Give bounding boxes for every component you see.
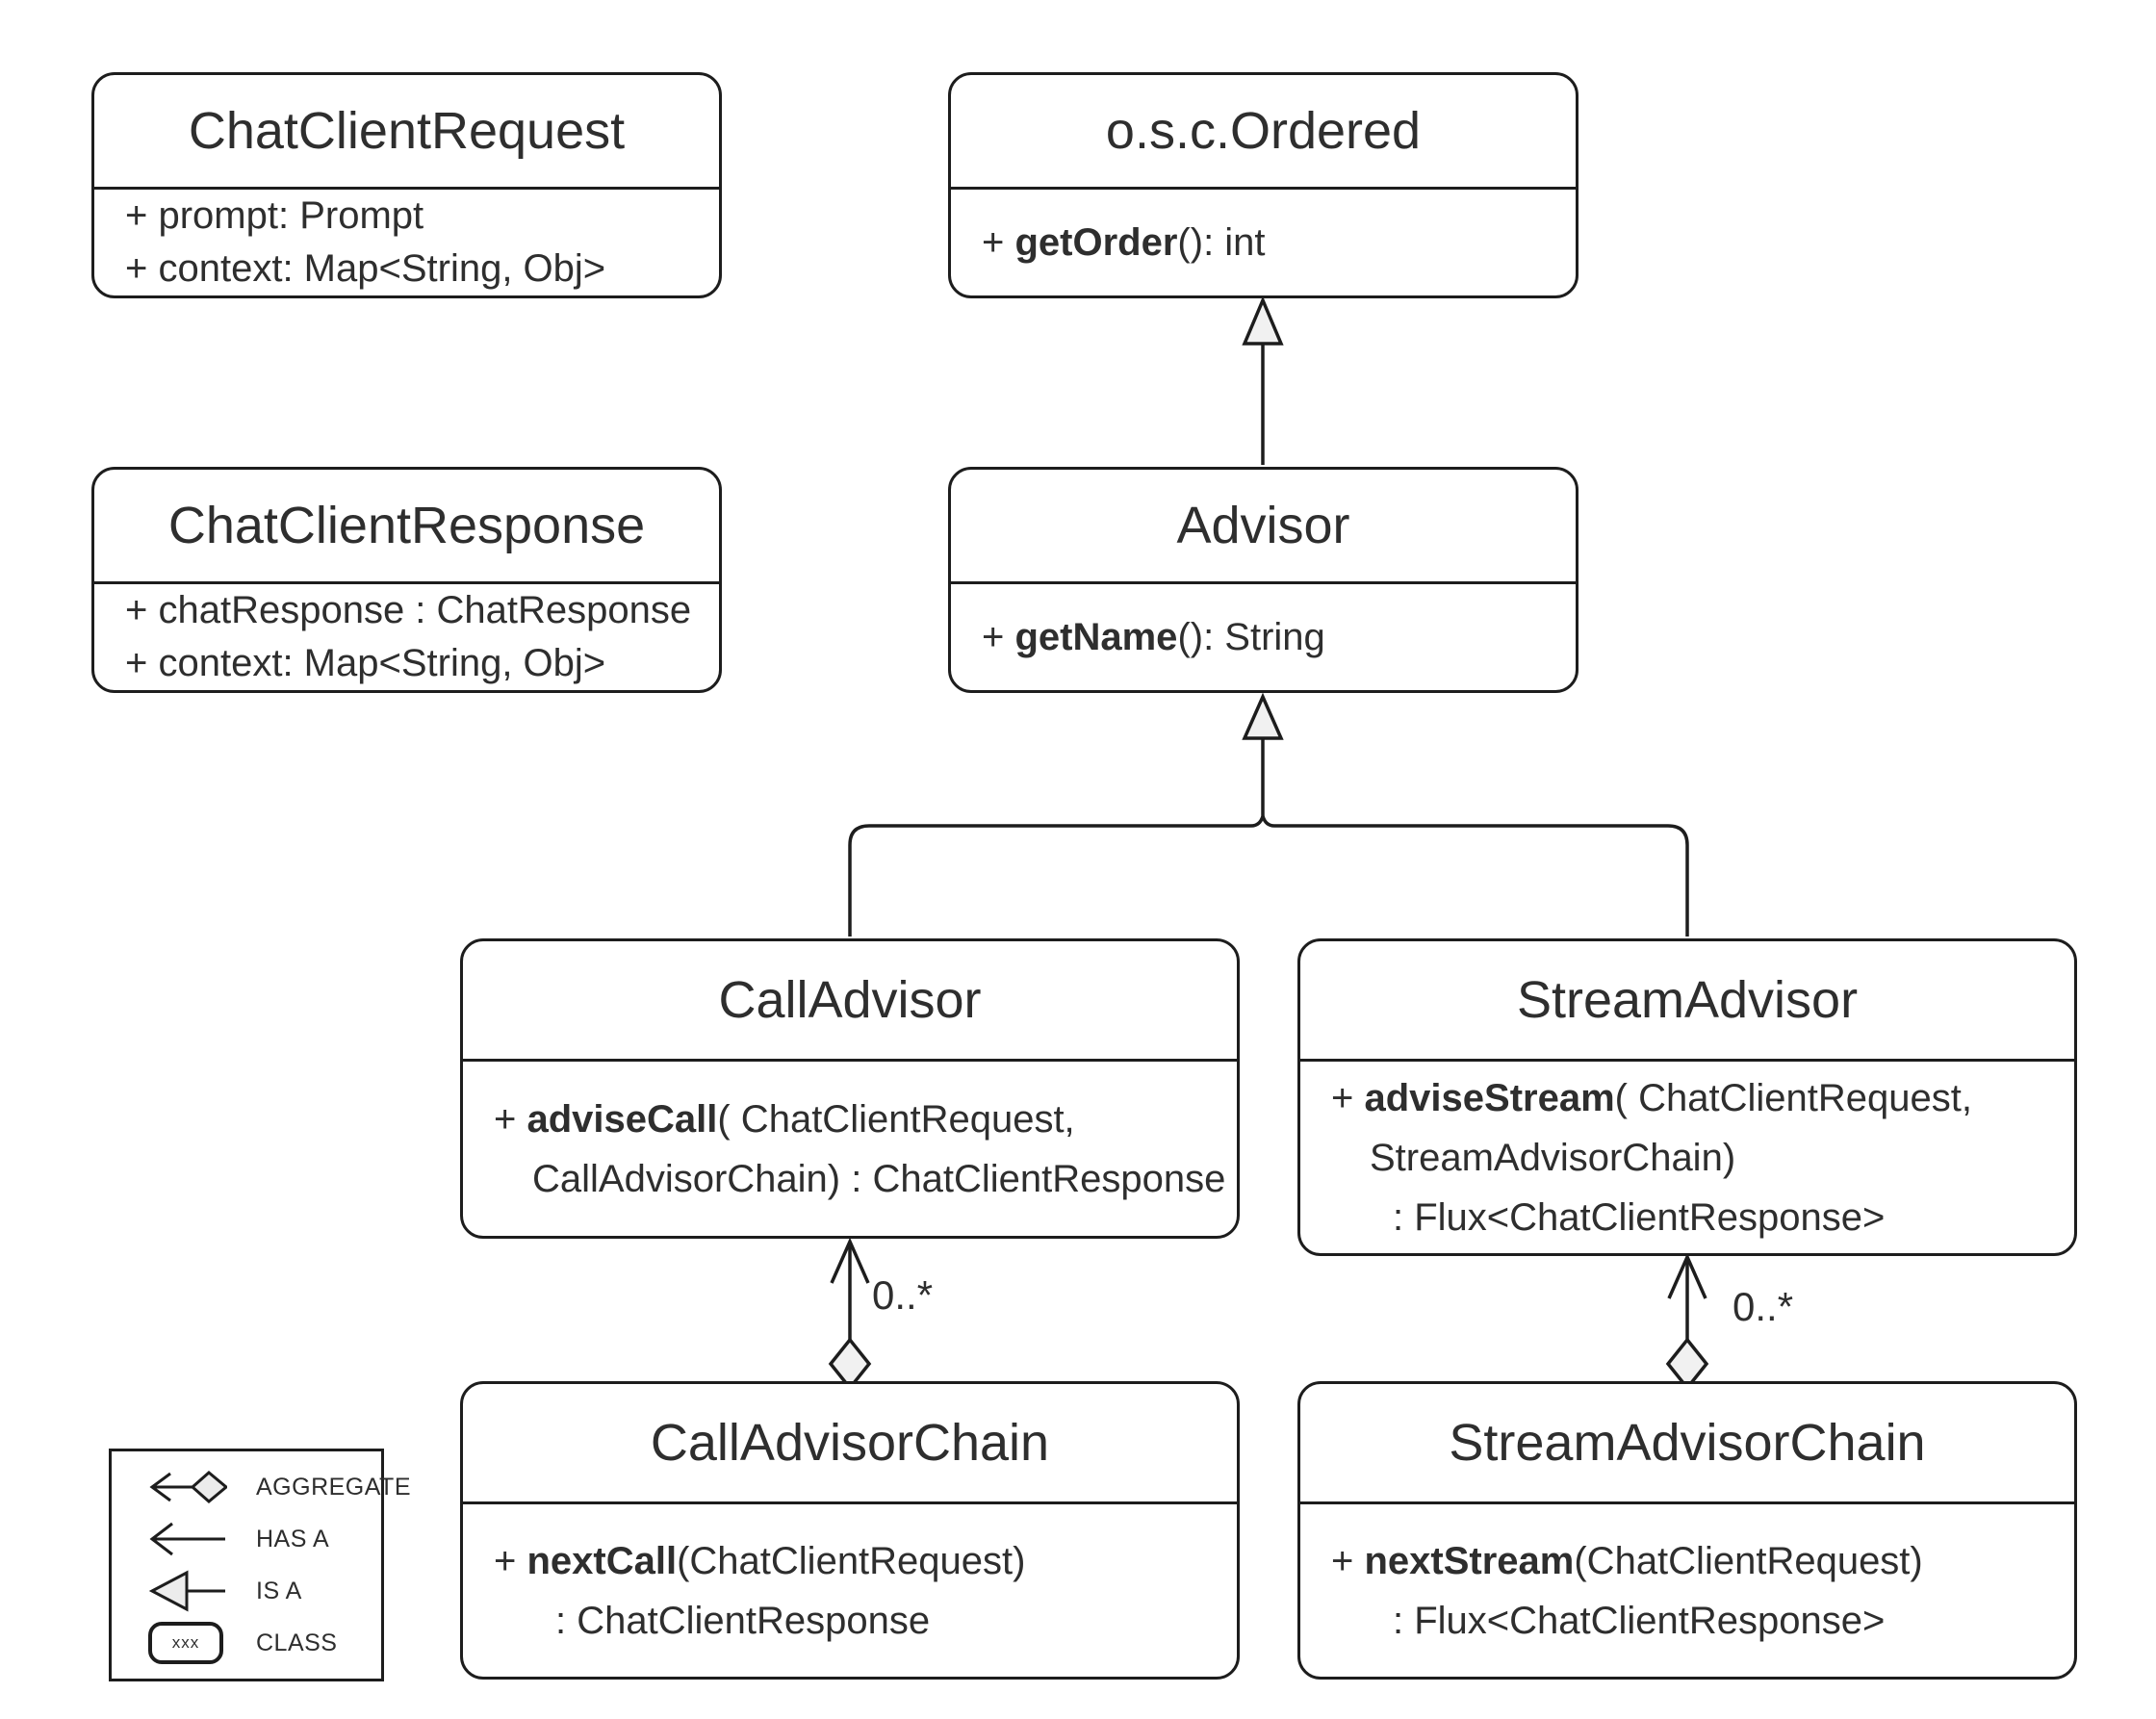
class-methods: + nextStream(ChatClientRequest) : Flux<C… bbox=[1300, 1504, 2074, 1677]
class-methods: + adviseCall( ChatClientRequest, CallAdv… bbox=[463, 1062, 1237, 1236]
class-box-calladvisor: CallAdvisor + adviseCall( ChatClientRequ… bbox=[460, 938, 1240, 1239]
class-methods: + adviseStream( ChatClientRequest, Strea… bbox=[1300, 1062, 2074, 1253]
class-member: + chatResponse : ChatResponse bbox=[125, 589, 692, 631]
class-member: + getOrder(): int bbox=[982, 220, 1266, 264]
class-member: : Flux<ChatClientResponse> bbox=[1393, 1195, 1886, 1239]
legend-item-has-a: HAS A bbox=[148, 1517, 381, 1561]
class-title: StreamAdvisorChain bbox=[1300, 1384, 2074, 1504]
legend-item-aggregate: AGGREGATE bbox=[148, 1465, 411, 1509]
inheritance-branch-left-path bbox=[848, 738, 1265, 936]
inheritance-triangle-icon bbox=[1242, 295, 1284, 346]
class-attributes: + prompt: Prompt + context: Map<String, … bbox=[94, 190, 719, 295]
class-box-chatclientresponse: ChatClientResponse + chatResponse : Chat… bbox=[91, 467, 722, 693]
multiplicity-label: 0..* bbox=[1732, 1284, 1794, 1329]
class-box-streamadvisor: StreamAdvisor + adviseStream( ChatClient… bbox=[1297, 938, 2077, 1256]
class-box-streamadvisorchain: StreamAdvisorChain + nextStream(ChatClie… bbox=[1297, 1381, 2077, 1680]
class-methods: + getOrder(): int bbox=[951, 190, 1576, 295]
class-box-osc-ordered: o.s.c.Ordered + getOrder(): int bbox=[948, 72, 1578, 298]
class-box-calladvisorchain: CallAdvisorChain + nextCall(ChatClientRe… bbox=[460, 1381, 1240, 1680]
class-sample-text: xxx bbox=[148, 1622, 223, 1664]
class-member: StreamAdvisorChain) bbox=[1370, 1136, 1736, 1179]
class-member: + prompt: Prompt bbox=[125, 194, 424, 237]
class-sample-icon: xxx bbox=[148, 1622, 233, 1664]
class-title: ChatClientRequest bbox=[94, 75, 719, 190]
class-member: + nextCall(ChatClientRequest) bbox=[494, 1539, 1026, 1582]
legend-item-is-a: IS A bbox=[148, 1569, 381, 1613]
has-a-arrow-icon bbox=[148, 1520, 233, 1558]
class-member: : ChatClientResponse bbox=[555, 1599, 931, 1642]
class-box-advisor: Advisor + getName(): String bbox=[948, 467, 1578, 693]
class-title: CallAdvisor bbox=[463, 941, 1237, 1062]
class-member: : Flux<ChatClientResponse> bbox=[1393, 1599, 1886, 1642]
class-box-chatclientrequest: ChatClientRequest + prompt: Prompt + con… bbox=[91, 72, 722, 298]
class-attributes: + chatResponse : ChatResponse + context:… bbox=[94, 584, 719, 690]
class-member: + getName(): String bbox=[982, 615, 1325, 658]
class-title: Advisor bbox=[951, 470, 1576, 584]
class-member: + adviseCall( ChatClientRequest, bbox=[494, 1097, 1075, 1141]
is-a-arrow-icon bbox=[148, 1570, 233, 1612]
inheritance-triangle-icon bbox=[1242, 692, 1284, 740]
class-member: + nextStream(ChatClientRequest) bbox=[1331, 1539, 1923, 1582]
class-member: + adviseStream( ChatClientRequest, bbox=[1331, 1076, 1972, 1119]
class-member: + context: Map<String, Obj> bbox=[125, 642, 606, 684]
class-member: CallAdvisorChain) : ChatClientResponse bbox=[532, 1157, 1226, 1200]
legend-label: AGGREGATE bbox=[256, 1473, 412, 1501]
multiplicity-label: 0..* bbox=[872, 1272, 934, 1318]
legend-label: CLASS bbox=[256, 1629, 338, 1656]
class-member: + context: Map<String, Obj> bbox=[125, 247, 606, 290]
class-title: CallAdvisorChain bbox=[463, 1384, 1237, 1504]
class-title: ChatClientResponse bbox=[94, 470, 719, 584]
class-title: o.s.c.Ordered bbox=[951, 75, 1576, 190]
class-methods: + getName(): String bbox=[951, 584, 1576, 690]
legend-label: IS A bbox=[256, 1577, 302, 1604]
legend-item-class: xxx CLASS bbox=[148, 1621, 381, 1665]
legend-label: HAS A bbox=[256, 1525, 330, 1552]
class-methods: + nextCall(ChatClientRequest) : ChatClie… bbox=[463, 1504, 1237, 1677]
inheritance-branch-right-path bbox=[1261, 815, 1689, 936]
class-title: StreamAdvisor bbox=[1300, 941, 2074, 1062]
aggregate-arrow-icon bbox=[148, 1468, 233, 1506]
legend-box: AGGREGATE HAS A bbox=[109, 1449, 411, 1681]
